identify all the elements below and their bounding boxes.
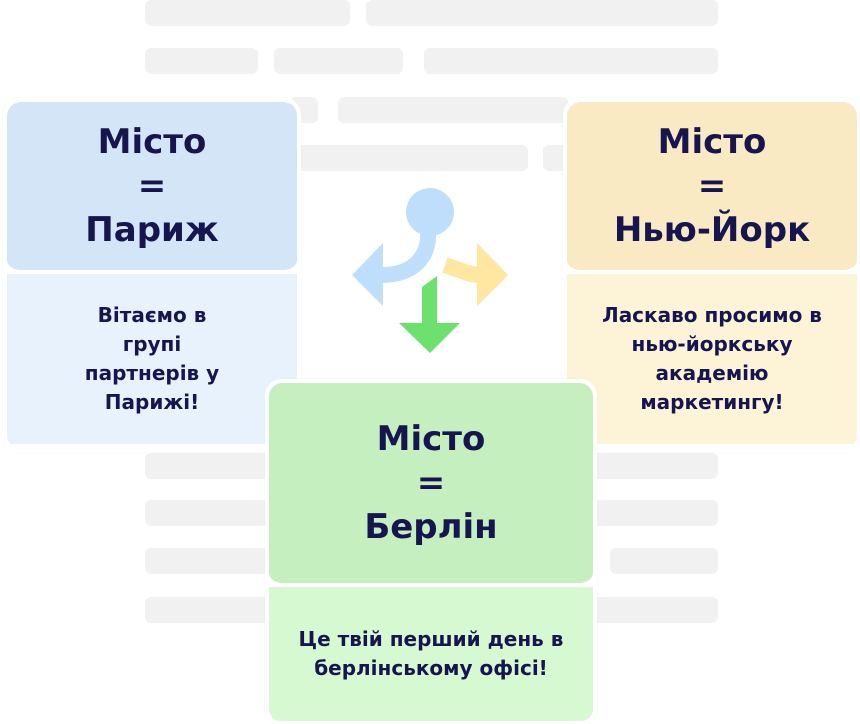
placeholder-bar (610, 548, 718, 574)
equals-sign: = (416, 463, 446, 503)
city-name: Париж (85, 210, 219, 250)
arrow-right-head (477, 243, 508, 306)
card-message: Це твій перший день в берлінському офісі… (269, 587, 593, 721)
placeholder-bar (145, 453, 275, 479)
city-name: Берлін (364, 507, 498, 547)
card-header: Місто = Париж (7, 102, 297, 274)
placeholder-bar (290, 145, 528, 171)
equals-sign: = (697, 166, 727, 206)
card-berlin: Місто = Берлін Це твій перший день в бер… (265, 379, 597, 724)
city-name: Нью-Йорк (613, 210, 811, 250)
arrow-left-head (352, 243, 383, 306)
card-header: Місто = Нью-Йорк (567, 102, 857, 274)
arrow-left-blue (381, 229, 437, 283)
arrow-right-yellow (442, 257, 481, 283)
placeholder-bar (145, 0, 350, 26)
card-message: Вітаємо в групі партнерів у Парижі! (7, 274, 297, 444)
placeholder-bar (145, 48, 258, 74)
card-newyork: Місто = Нью-Йорк Ласкаво просимо в нью-й… (563, 98, 860, 452)
card-header: Місто = Берлін (269, 383, 593, 587)
card-paris: Місто = Париж Вітаємо в групі партнерів … (3, 98, 301, 452)
condition-label: Місто (97, 122, 207, 162)
placeholder-bar (338, 97, 568, 123)
condition-label: Місто (657, 122, 767, 162)
placeholder-bar (366, 0, 718, 26)
placeholder-bar (145, 548, 275, 574)
condition-label: Місто (376, 419, 486, 459)
placeholder-bar (585, 453, 718, 479)
source-node (406, 188, 454, 236)
branch-arrows-icon (352, 188, 508, 353)
arrow-down-green (399, 276, 460, 353)
equals-sign: = (137, 166, 167, 206)
placeholder-bar (424, 48, 718, 74)
card-message: Ласкаво просимо в нью-йоркську академію … (567, 274, 857, 444)
placeholder-bar (274, 48, 403, 74)
